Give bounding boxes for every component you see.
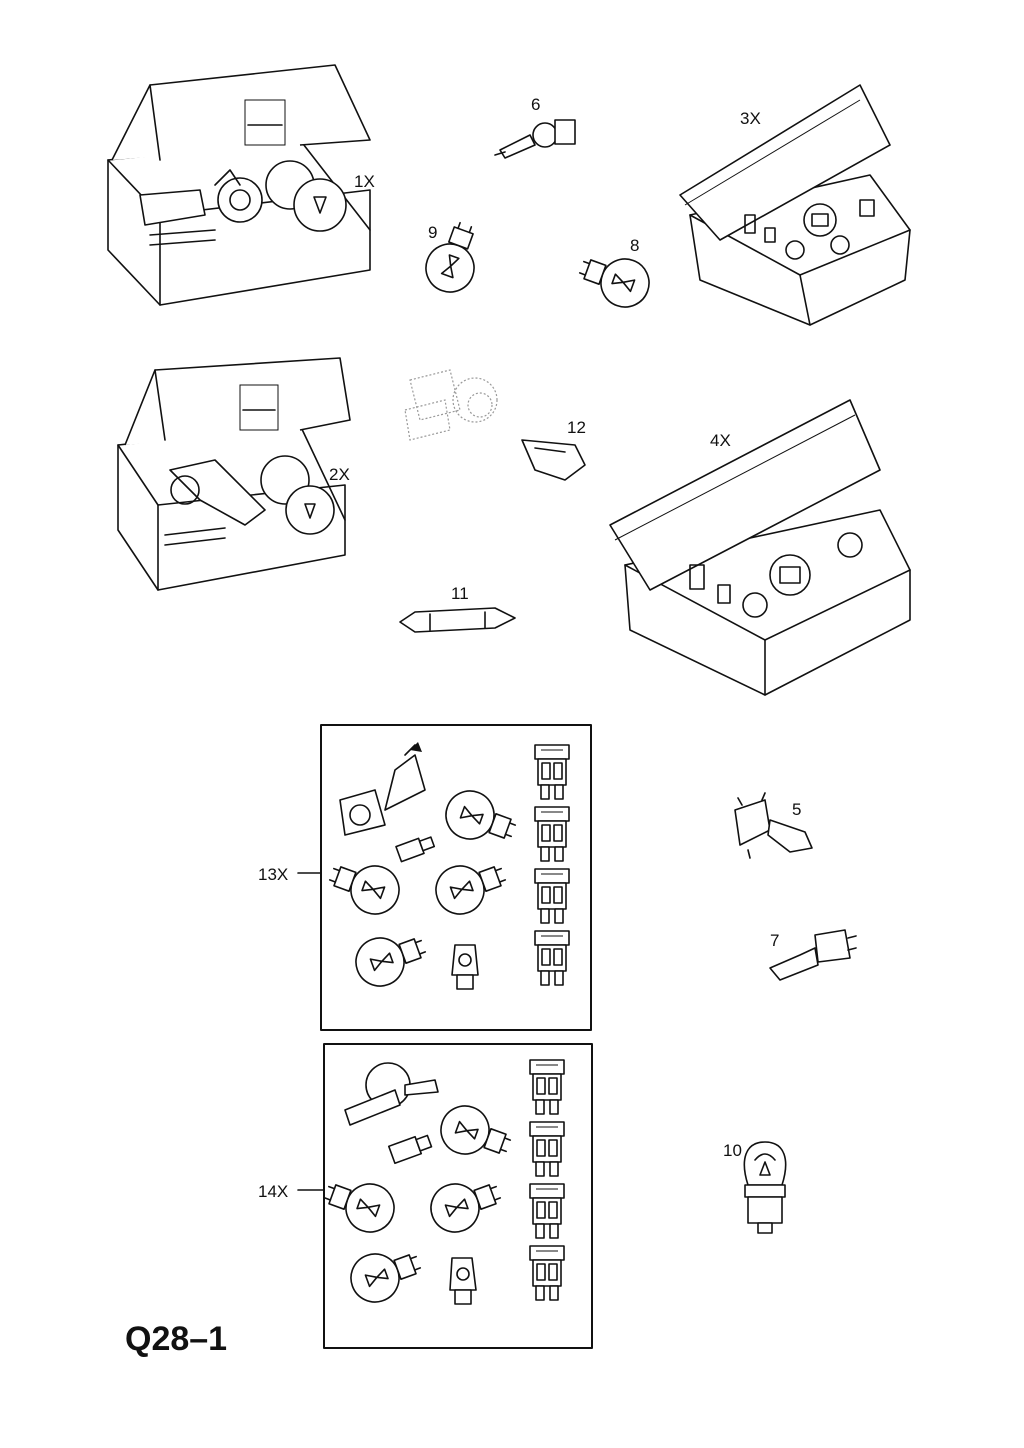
bayonet-bulb-icon <box>438 783 523 855</box>
label-1x: 1X <box>354 172 375 191</box>
label-12: 12 <box>567 418 586 437</box>
blade-fuse-icon <box>534 744 570 800</box>
blade-fuse-icon <box>534 930 570 986</box>
bayonet-bulb-icon <box>449 1257 477 1305</box>
bayonet-bulb-icon <box>348 922 433 994</box>
bayonet-bulb-icon <box>322 850 407 922</box>
kit-panel-14 <box>297 1043 593 1349</box>
page-code: Q28–1 <box>125 1320 228 1358</box>
blade-fuse-icon <box>534 868 570 924</box>
bayonet-bulb-icon <box>743 1141 787 1234</box>
bayonet-bulb-icon <box>317 1168 402 1240</box>
bayonet-bulb-icon <box>572 243 657 315</box>
bayonet-bulb-icon <box>423 1168 508 1240</box>
kit-panel-13 <box>297 724 592 1031</box>
bulb-kit-box-icon <box>679 84 911 326</box>
blade-fuse-icon <box>529 1245 565 1301</box>
festoon-bulb-icon <box>399 607 516 633</box>
wedge-bulb-icon <box>395 836 436 863</box>
bulb-kit-box-icon <box>107 64 371 306</box>
label-7: 7 <box>770 931 780 950</box>
label-4x: 4X <box>710 431 731 450</box>
bayonet-bulb-icon <box>343 1238 428 1310</box>
label-3x: 3X <box>740 109 761 128</box>
bayonet-bulb-icon <box>433 1098 518 1170</box>
ghost-part-icon <box>404 369 498 441</box>
label-9: 9 <box>428 223 438 242</box>
label-2x: 2X <box>329 465 350 484</box>
label-13x: 13X <box>258 865 289 884</box>
label-6: 6 <box>531 95 541 114</box>
bulb-kit-box-icon <box>117 357 351 591</box>
headlamp-bulb-icon <box>769 929 857 981</box>
bayonet-bulb-icon <box>428 850 513 922</box>
headlamp-bulb-icon <box>344 1062 439 1126</box>
label-8: 8 <box>630 236 640 255</box>
wedge-bulb-icon <box>387 1134 433 1165</box>
wedge-bulb-icon <box>521 439 586 481</box>
label-5: 5 <box>792 800 802 819</box>
headlamp-bulb-icon <box>339 742 426 836</box>
blade-fuse-icon <box>529 1059 565 1115</box>
blade-fuse-icon <box>529 1183 565 1239</box>
blade-fuse-icon <box>534 806 570 862</box>
label-14x: 14X <box>258 1182 289 1201</box>
bayonet-bulb-icon <box>451 944 479 990</box>
headlamp-bulb-icon <box>734 792 813 859</box>
blade-fuse-icon <box>529 1121 565 1177</box>
bulb-kit-box-icon <box>609 399 911 696</box>
label-10: 10 <box>723 1141 742 1160</box>
label-11: 11 <box>451 584 469 603</box>
wedge-bulb-icon <box>494 119 576 159</box>
